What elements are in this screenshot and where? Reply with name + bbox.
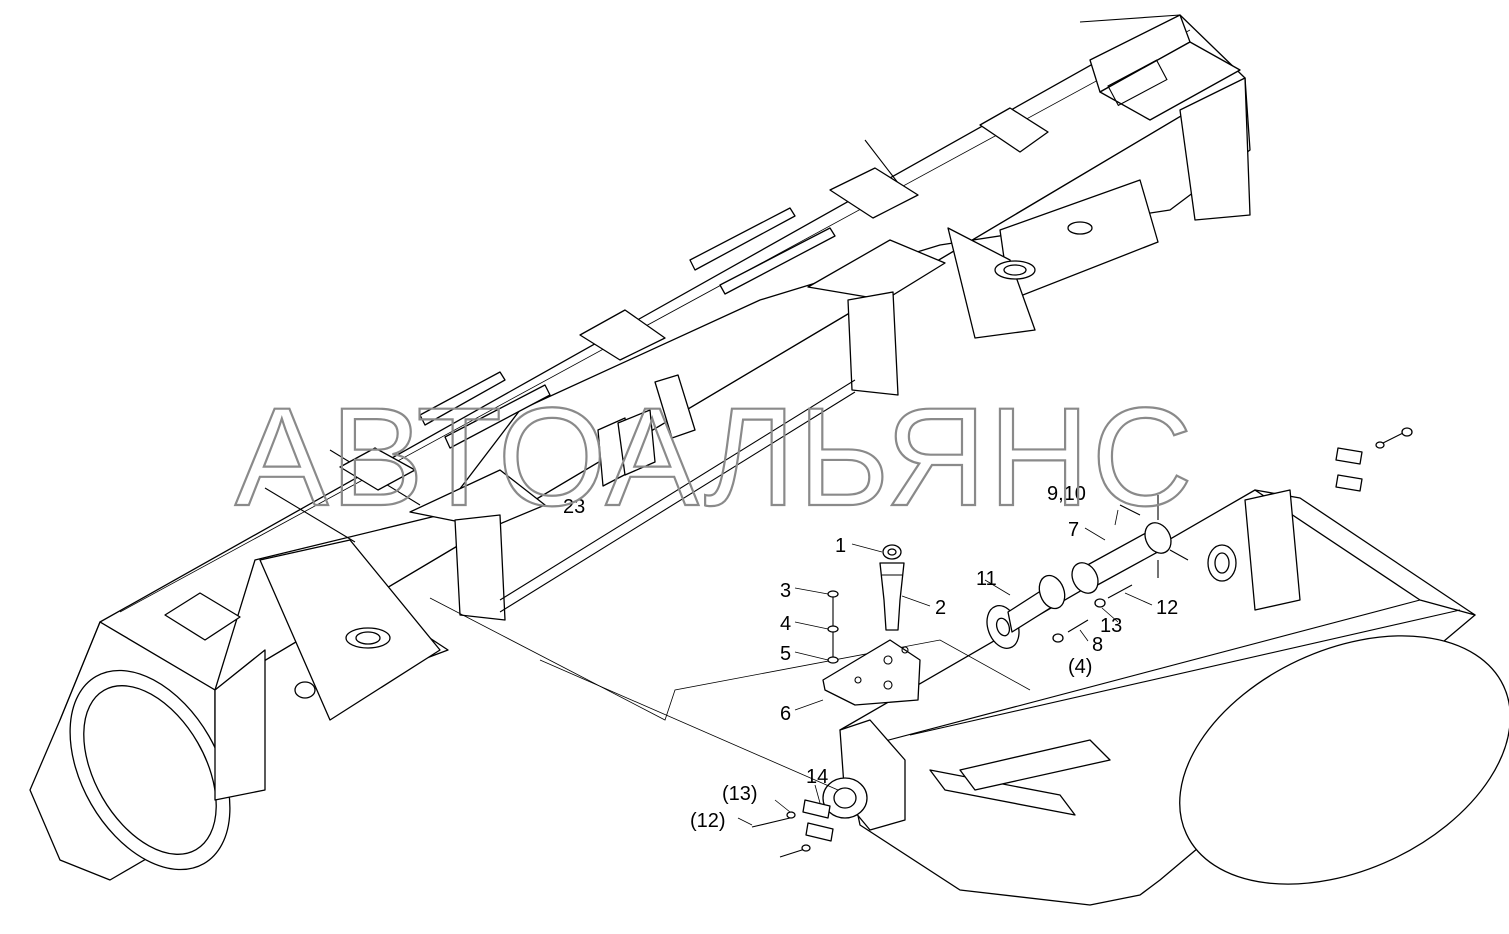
watermark-text: АВТОАЛЬЯНС: [235, 378, 1195, 535]
sub-frame: [822, 489, 1509, 906]
frame-rear-fork: [1089, 14, 1251, 221]
frame-front-ring: [29, 621, 266, 881]
assembly-line: [429, 597, 1031, 721]
callout-23: 23: [563, 496, 585, 518]
part-bolts-nuts: [1052, 584, 1133, 643]
callout-labels: 1 2 3 4 5 6 7 8 9,10 11 12 13 14 23 (4) …: [563, 483, 1178, 832]
part-plate: [822, 639, 921, 706]
callout-4: 4: [780, 613, 791, 635]
leader-lines: [737, 509, 1153, 826]
callout-9-10: 9,10: [1047, 483, 1086, 505]
part-cylinder: [1071, 495, 1189, 594]
callout-13-ref: (13): [722, 783, 758, 805]
callout-12-ref: (12): [690, 810, 726, 832]
callout-12: 12: [1156, 597, 1178, 619]
callout-13: 13: [1100, 615, 1122, 637]
callout-14: 14: [806, 766, 828, 788]
part-lower-clips: [751, 799, 834, 858]
part-flanged-tube: [986, 574, 1066, 649]
callout-4-ref: (4): [1068, 656, 1092, 678]
frame-handles: [419, 207, 836, 449]
callout-11: 11: [976, 568, 997, 590]
callout-2: 2: [935, 597, 946, 619]
frame-top-openings: [164, 107, 1049, 641]
frame-brackets: [259, 179, 1159, 721]
callout-3: 3: [780, 580, 791, 602]
part-pin: [879, 544, 905, 631]
callout-7: 7: [1068, 519, 1079, 541]
callout-8: 8: [1092, 634, 1103, 656]
callout-5: 5: [780, 643, 791, 665]
frame-webs: [454, 291, 899, 621]
part-bolt-washers: [827, 590, 839, 664]
callout-6: 6: [780, 703, 791, 725]
frame-center-mount: [597, 374, 696, 487]
callout-1: 1: [835, 535, 846, 557]
part-upper-clips: [1335, 427, 1413, 492]
